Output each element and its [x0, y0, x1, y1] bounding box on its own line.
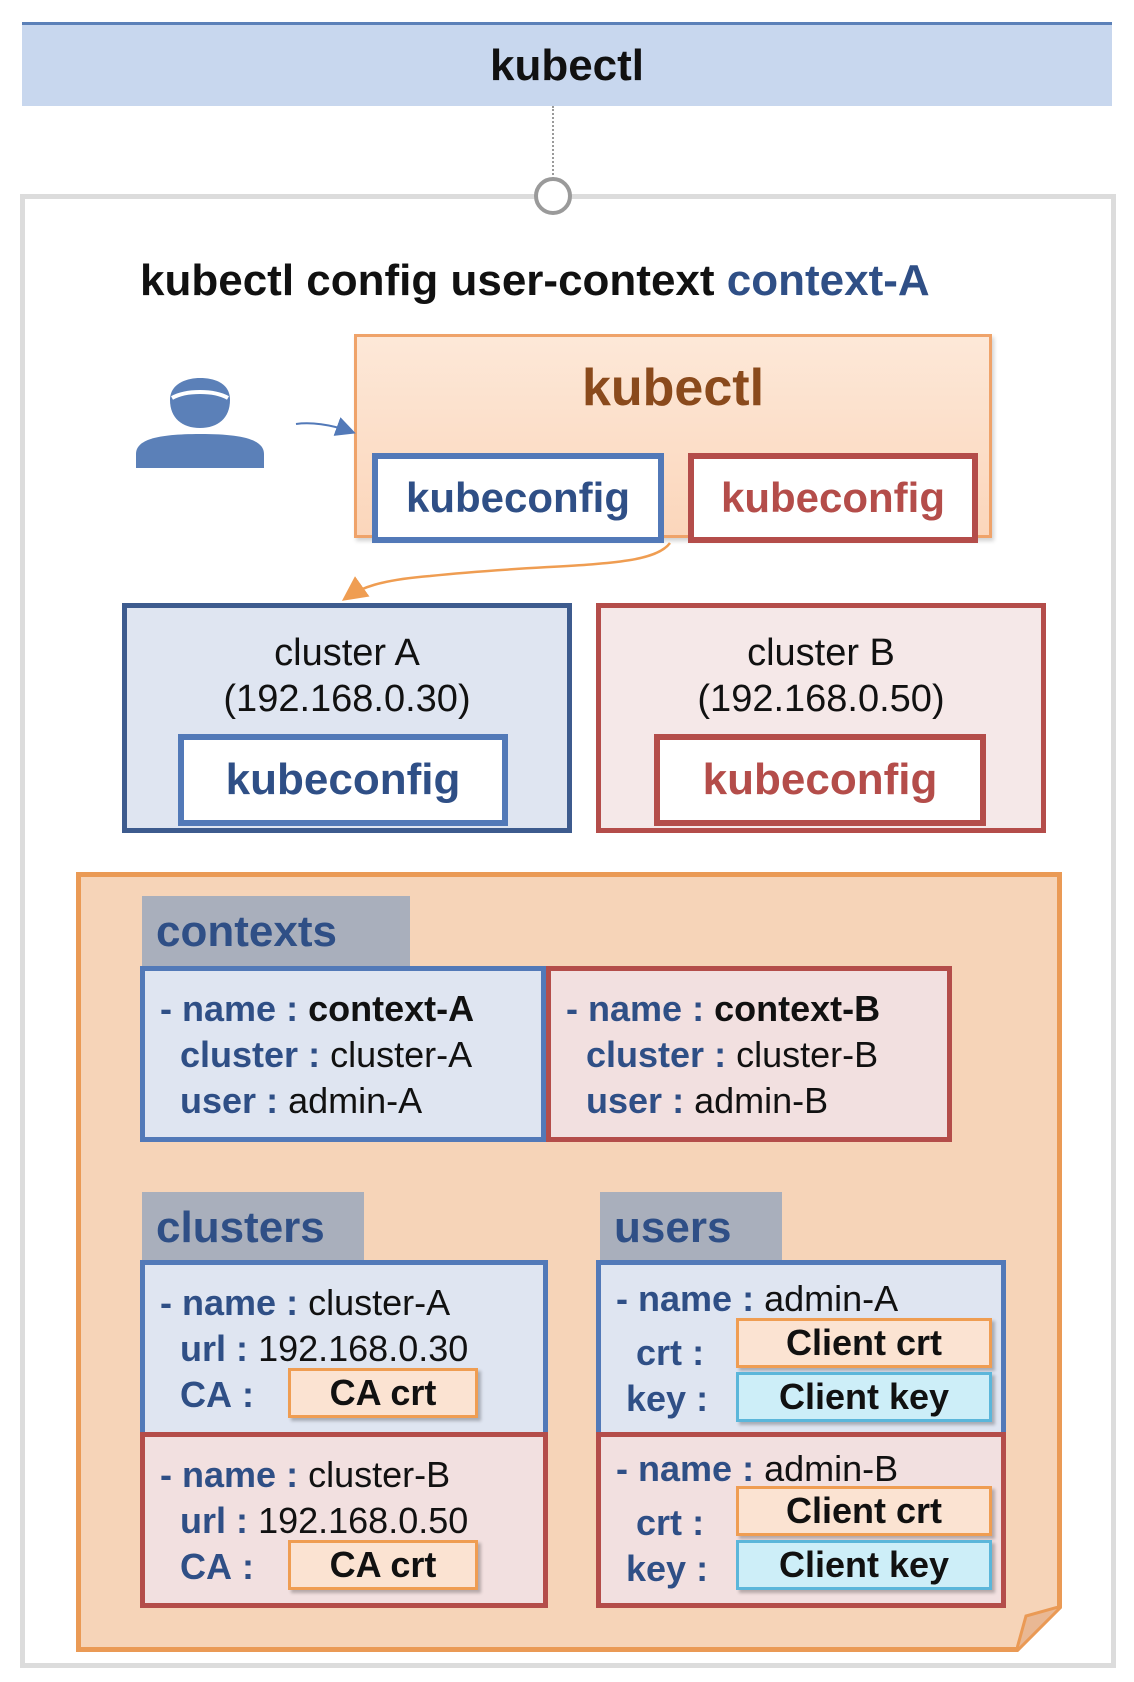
cluster-b-entry: - name : cluster-B url : 192.168.0.50 CA…: [160, 1454, 469, 1587]
context-a-name: context-A: [308, 988, 475, 1029]
command-context: context-A: [726, 256, 930, 305]
cluster-a-ip: (192.168.0.30): [223, 678, 471, 720]
cluster-b-name: cluster-B: [308, 1454, 451, 1495]
cluster-a-entry: - name : cluster-A url : 192.168.0.30 CA…: [160, 1282, 469, 1415]
header-title: kubectl: [489, 40, 645, 90]
cluster-b-kubeconfig: kubeconfig: [654, 734, 986, 826]
cluster-a-name: cluster-A: [308, 1282, 451, 1323]
user-b-entry: - name : admin-B crt : key :: [616, 1448, 899, 1589]
cluster-b-url: 192.168.0.50: [258, 1500, 469, 1541]
connector-knob: [534, 177, 572, 215]
clusters-section-tab: clusters: [142, 1192, 364, 1264]
contexts-section-tab: contexts: [142, 896, 410, 968]
user-b-client-key: Client key: [736, 1540, 992, 1590]
context-b-card: [546, 966, 952, 1142]
context-a-card: [140, 966, 546, 1142]
user-a-client-key: Client key: [736, 1372, 992, 1422]
user-b-client-crt: Client crt: [736, 1486, 992, 1536]
context-b-entry: - name : context-B cluster : cluster-B u…: [566, 988, 881, 1121]
cluster-b-ca-crt: CA crt: [288, 1540, 478, 1590]
cluster-b-name: cluster B: [747, 632, 895, 674]
cluster-a-label: cluster A (192.168.0.30): [122, 630, 572, 722]
header-bar: kubectl: [22, 22, 1112, 106]
context-a-entry: - name : context-A cluster : cluster-A u…: [160, 988, 475, 1121]
kubectl-kubeconfig-a: kubeconfig: [372, 453, 664, 543]
user-a-client-crt: Client crt: [736, 1318, 992, 1368]
kubectl-panel-title: kubectl: [581, 359, 765, 417]
cluster-a-kubeconfig: kubeconfig: [178, 734, 508, 826]
cluster-b-ip: (192.168.0.50): [697, 678, 945, 720]
context-a-user: admin-A: [288, 1080, 423, 1121]
command-line: kubectl config user-context context-A: [140, 256, 1040, 312]
command-text: kubectl config user-context: [140, 256, 715, 305]
cluster-a-url: 192.168.0.30: [258, 1328, 469, 1369]
cluster-a-ca-crt: CA crt: [288, 1368, 478, 1418]
user-a-entry: - name : admin-A crt : key :: [616, 1278, 899, 1419]
kubectl-kubeconfig-b: kubeconfig: [688, 453, 978, 543]
user-b-name: admin-B: [764, 1448, 899, 1489]
context-b-cluster: cluster-B: [736, 1034, 879, 1075]
context-b-user: admin-B: [694, 1080, 829, 1121]
context-a-cluster: cluster-A: [330, 1034, 473, 1075]
user-a-name: admin-A: [764, 1278, 899, 1319]
cluster-b-label: cluster B (192.168.0.50): [596, 630, 1046, 722]
context-b-name: context-B: [714, 988, 881, 1029]
user-icon: [136, 378, 264, 468]
users-section-tab: users: [600, 1192, 782, 1264]
cluster-a-name: cluster A: [274, 632, 420, 674]
connector-line: [552, 106, 554, 190]
page-fold-icon: [1016, 1606, 1062, 1652]
